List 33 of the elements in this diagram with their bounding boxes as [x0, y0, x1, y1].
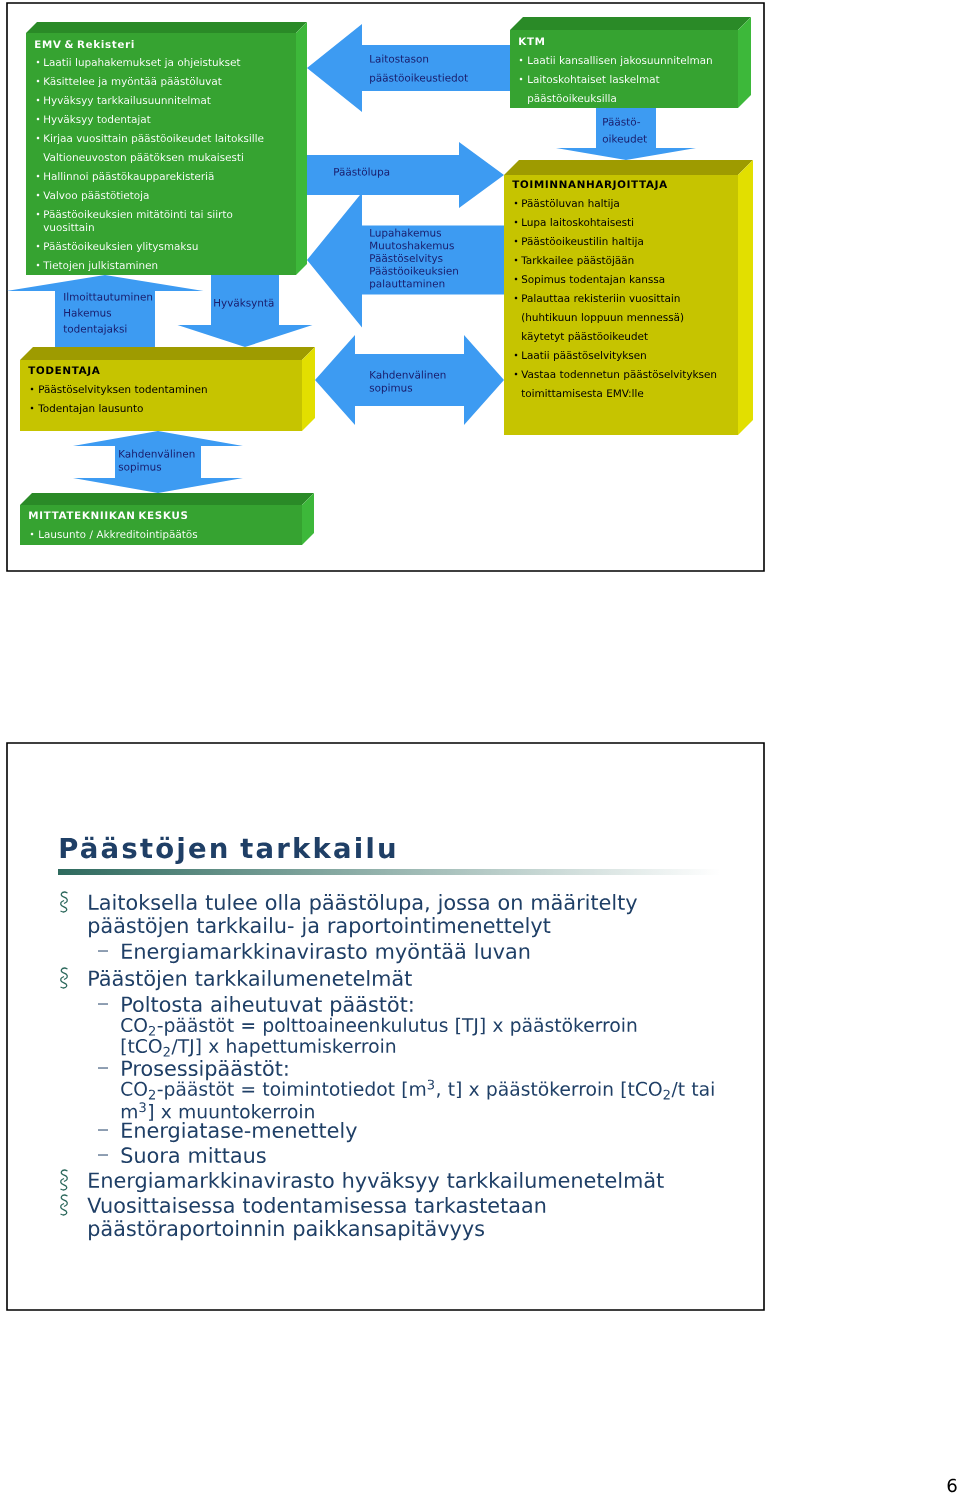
- page-number: 6: [947, 1478, 957, 1493]
- organisation-box: TOIMINNANHARJOITTAJA Päästöluvan haltija Lupa laitoskohtaisesti Päästöoikeustilin haltija Tarkkailee päästöjään Sopimus todentajan kanssa Palauttaa rekisteriin vuosittain (huhtikuun loppuun mennessä) käytetyt päästöoikeudet Laatii päästöselvityksen Vastaa todennetun päästöselvityksen toimittamisesta EMV:lle: [504, 160, 753, 435]
- edge-label: Laitostason päästöoikeustiedot: [370, 54, 468, 84]
- bullet-text: Suora mittaus: [121, 1147, 266, 1164]
- edge-label: Kahdenvälinen sopimus: [118, 449, 195, 473]
- edge-label: Lupahakemus Muutoshakemus Päästöselvitys Päästöoikeuksien palauttaminen: [370, 228, 458, 290]
- block-arrow: [177, 275, 313, 347]
- edge-label: Kahdenvälinen sopimus: [369, 370, 446, 394]
- edge-label: Hyväksyntä: [214, 298, 274, 309]
- bullet-text: Energiatase-menettely: [122, 1122, 357, 1143]
- organisation-box: MITTATEKNIIKAN KESKUS Lausunto / Akkreditointipäätös: [20, 493, 314, 545]
- organisation-box: EMV & Rekisteri Laatii lupahakemukset ja ohjeistukset Käsittelee ja myöntää päästöluvat Hyväksyy tarkkailusuunnitelmat Hyväksyy todentajat Kirjaa vuosittain päästöoikeudet laitoksille Valtioneuvoston päätöksen mukaisesti Hallinnoi päästökaupparekisteriä Valvoo päästötietoja Päästöoikeuksien mitätöinti tai siirto vuosittain Päästöoikeuksien ylitysmaksu Tietojen julkistaminen: [26, 22, 307, 275]
- edge-label: Ilmoittautuminen Hakemus todentajaksi: [63, 292, 153, 335]
- block-arrow: [307, 142, 504, 208]
- block-arrow: [315, 335, 504, 425]
- bullet-text: Päästöjen tarkkailumenetelmät: [89, 970, 412, 991]
- bullet-text: Vuosittaisessa todentamisessa tarkastetaan päästöraportoinnin paikkansapitävyys: [87, 1197, 546, 1241]
- bullet-text: Laitoksella tulee olla päästölupa, jossa on määritelty päästöjen tarkkailu- ja raportointimenettelyt: [89, 894, 637, 938]
- block-arrow: [307, 192, 504, 328]
- block-arrow: [556, 108, 696, 160]
- bullet-text: CO$_{2}$-päästöt = polttoaineenkulutus [TJ] x päästökerroin [tCO$_{2}$/TJ] x hapettumiskerroin: [121, 1017, 637, 1057]
- block-arrow: [307, 24, 510, 112]
- bullet-text: Poltosta aiheutuvat päästöt:: [122, 996, 413, 1017]
- organisation-box: KTM Laatii kansallisen jakosuunnitelman Laitoskohtaiset laskelmat päästöoikeuksilla: [510, 17, 751, 108]
- bullet-text: Energiamarkkinavirasto hyväksyy tarkkailumenetelmät: [89, 1172, 664, 1193]
- edge-label: Päästö- oikeudet: [602, 117, 647, 143]
- organisation-box: TODENTAJA Päästöselvityksen todentaminen Todentajan lausunto: [20, 347, 315, 431]
- block-arrow: [73, 431, 243, 493]
- bullet-text: Prosessipäästöt:: [122, 1060, 288, 1081]
- bullet-text: CO$_{2}$-päästöt = toimintotiedot [m$^{3}$, t] x päästökerroin [tCO$_{2}$/t tai m$^{3}$] x muuntokerroin: [121, 1079, 714, 1121]
- bullet-text: Energiamarkkinavirasto myöntää luvan: [122, 943, 530, 964]
- slide-title: Päästöjen tarkkailu: [60, 836, 395, 864]
- edge-label: Päästölupa: [334, 167, 390, 178]
